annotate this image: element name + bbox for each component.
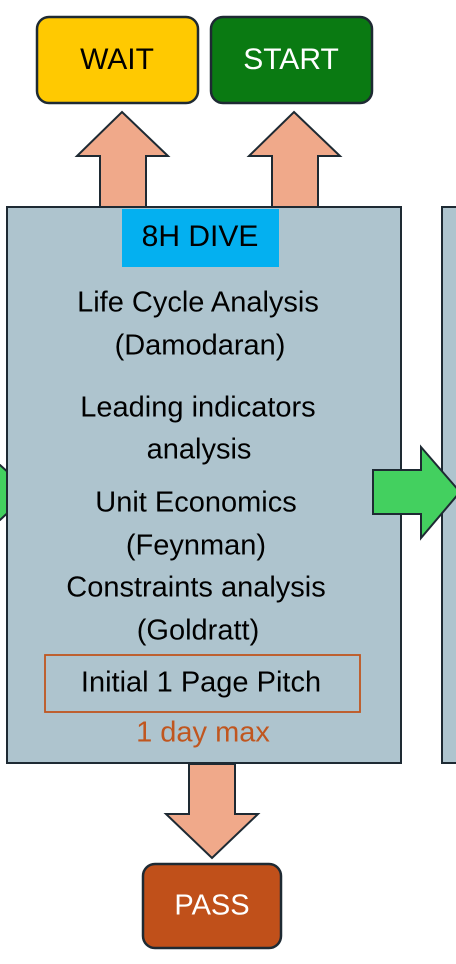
up-arrow-icon [74, 110, 171, 209]
wait-button-label: WAIT [80, 43, 154, 76]
right-arrow-icon [372, 444, 456, 541]
wait-button[interactable]: WAIT [35, 15, 200, 105]
stage-line: Constraints analysis [66, 572, 326, 604]
up-arrow-icon [246, 110, 343, 209]
stage-line: analysis [147, 434, 252, 466]
stage-line: Unit Economics [95, 487, 296, 519]
pass-button-label: PASS [174, 890, 249, 922]
start-button[interactable]: START [209, 15, 374, 105]
stage-badge: 8H DIVE [122, 209, 279, 267]
stage-line: (Damodaran) [115, 330, 286, 362]
stage-line: Life Cycle Analysis [77, 287, 319, 319]
pass-button[interactable]: PASS [141, 862, 283, 950]
pitch-label: Initial 1 Page Pitch [81, 667, 321, 699]
stage-line: Leading indicators [80, 392, 315, 424]
stage-line: (Feynman) [126, 530, 266, 562]
stage-badge-label: 8H DIVE [142, 220, 259, 253]
stage-line: (Goldratt) [137, 615, 259, 647]
time-limit-label: 1 day max [136, 717, 270, 749]
down-arrow-icon [163, 763, 261, 860]
pitch-box: Initial 1 Page Pitch [44, 654, 361, 713]
stage-box [6, 206, 402, 764]
start-button-label: START [243, 43, 339, 76]
